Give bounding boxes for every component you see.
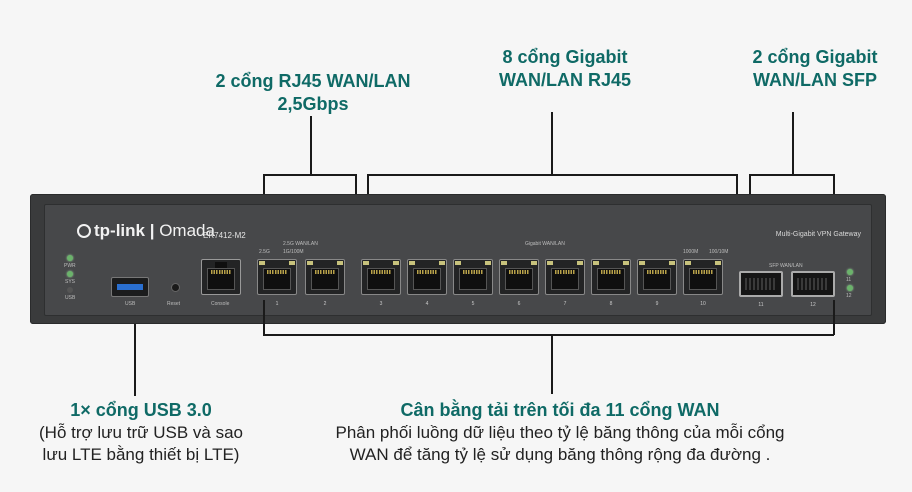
led-sfp-12-label: 12 xyxy=(846,293,852,299)
port-12-label: 12 xyxy=(810,302,816,308)
console-label: Console xyxy=(211,301,230,307)
callout-load-balance-title: Cân bằng tải trên tối đa 11 cổng WAN xyxy=(400,400,720,420)
callout-gigabit-sfp: 2 cổng Gigabit WAN/LAN SFP xyxy=(730,46,900,92)
callout-gigabit-rj45-line1: 8 cổng Gigabit xyxy=(502,47,628,67)
callout-rj45-25g: 2 cổng RJ45 WAN/LAN 2,5Gbps xyxy=(203,70,423,116)
sfp-port-12[interactable] xyxy=(791,271,835,297)
led-usb-label: USB xyxy=(65,295,76,301)
callout-usb: 1× cổng USB 3.0 (Hỗ trợ lưu trữ USB và s… xyxy=(20,399,262,466)
port-1[interactable] xyxy=(257,259,297,295)
router-device: tp-link | Omada ER7412-M2 Multi-Gigabit … xyxy=(30,194,886,324)
front-panel: tp-link | Omada ER7412-M2 Multi-Gigabit … xyxy=(44,204,872,316)
port-10[interactable] xyxy=(683,259,723,295)
port-10-label: 10 xyxy=(700,301,706,307)
port-6-label: 6 xyxy=(517,301,521,307)
port-7[interactable] xyxy=(545,259,585,295)
port-5[interactable] xyxy=(453,259,493,295)
leader-gigabit-sfp xyxy=(792,112,794,174)
port-1-label: 1 xyxy=(275,301,279,307)
callout-usb-line1: (Hỗ trợ lưu trữ USB và sao xyxy=(39,423,243,442)
callout-usb-line2: lưu LTE bằng thiết bị LTE) xyxy=(42,445,240,464)
led-sfp-11-label: 11 xyxy=(846,277,852,283)
led-pwr xyxy=(67,255,73,261)
leader-usb xyxy=(134,306,136,396)
port-2[interactable] xyxy=(305,259,345,295)
leader-load-balance xyxy=(551,334,553,394)
port-4-label: 4 xyxy=(425,301,429,307)
bracket-top-25g xyxy=(263,174,356,176)
led-usb xyxy=(67,287,73,293)
callout-usb-title: 1× cổng USB 3.0 xyxy=(70,400,212,420)
reset-label: Reset xyxy=(167,301,181,307)
brand-separator: | xyxy=(145,221,160,240)
leader-rj45-25g xyxy=(310,116,312,174)
callout-gigabit-rj45: 8 cổng Gigabit WAN/LAN RJ45 xyxy=(470,46,660,92)
port-2-label: 2 xyxy=(323,301,327,307)
speed-25g-label: 2.5G xyxy=(259,249,270,255)
callout-load-balance-line2: WAN để tăng tỷ lệ sử dụng băng thông rộn… xyxy=(349,445,771,464)
device-subtitle: Multi-Gigabit VPN Gateway xyxy=(775,231,861,238)
port-8[interactable] xyxy=(591,259,631,295)
port-6[interactable] xyxy=(499,259,539,295)
port-5-label: 5 xyxy=(471,301,475,307)
led-sfp-11 xyxy=(847,269,853,275)
model-label: ER7412-M2 xyxy=(203,231,246,240)
callout-gigabit-rj45-line2: WAN/LAN RJ45 xyxy=(498,70,632,90)
group-gigabit-label: Gigabit WAN/LAN xyxy=(525,241,565,247)
usb-port[interactable] xyxy=(111,277,149,297)
brand-logo: tp-link | Omada xyxy=(77,221,215,241)
sfp-port-11[interactable] xyxy=(739,271,783,297)
reset-button[interactable] xyxy=(171,283,180,292)
console-pins xyxy=(211,270,231,274)
led-pwr-label: PWR xyxy=(64,263,76,269)
led-sys-label: SYS xyxy=(65,279,76,285)
console-port[interactable] xyxy=(201,259,241,295)
led-sfp-12 xyxy=(847,285,853,291)
port-3-label: 3 xyxy=(379,301,383,307)
port-11-label: 11 xyxy=(758,302,764,308)
callout-rj45-25g-line1: 2 cổng RJ45 WAN/LAN xyxy=(215,71,411,91)
group-25g-label: 2.5G WAN/LAN xyxy=(283,241,318,247)
speed-10-100m-label: 100/10M xyxy=(709,249,729,255)
usb-port-label: USB xyxy=(125,301,136,307)
bracket-top-gigabit xyxy=(367,174,737,176)
speed-1000m-label: 1000M xyxy=(683,249,699,255)
speed-1g100m-label: 1G/100M xyxy=(283,249,304,255)
leader-gigabit-rj45 xyxy=(551,112,553,174)
bracket-bottom-left xyxy=(263,300,265,335)
port-9-label: 9 xyxy=(655,301,659,307)
bracket-top-sfp xyxy=(749,174,834,176)
port-8-label: 8 xyxy=(609,301,613,307)
console-clip xyxy=(215,262,227,268)
port-9[interactable] xyxy=(637,259,677,295)
tp-link-logo-icon xyxy=(77,224,91,238)
led-sys xyxy=(67,271,73,277)
callout-load-balance-line1: Phân phối luồng dữ liệu theo tỷ lệ băng … xyxy=(335,423,785,442)
usb-tongue xyxy=(117,284,143,290)
bracket-bottom-ports xyxy=(263,334,834,336)
callout-rj45-25g-line2: 2,5Gbps xyxy=(277,94,349,114)
port-7-label: 7 xyxy=(563,301,567,307)
port-3[interactable] xyxy=(361,259,401,295)
group-sfp-label: SFP WAN/LAN xyxy=(769,263,803,269)
port-4[interactable] xyxy=(407,259,447,295)
callout-gigabit-sfp-line1: 2 cổng Gigabit xyxy=(752,47,878,67)
callout-gigabit-sfp-line2: WAN/LAN SFP xyxy=(753,70,877,90)
brand-name: tp-link xyxy=(94,221,145,240)
callout-load-balance: Cân bằng tải trên tối đa 11 cổng WAN Phâ… xyxy=(280,399,840,466)
bracket-bottom-right xyxy=(833,300,835,335)
product-line: Omada xyxy=(159,221,215,240)
